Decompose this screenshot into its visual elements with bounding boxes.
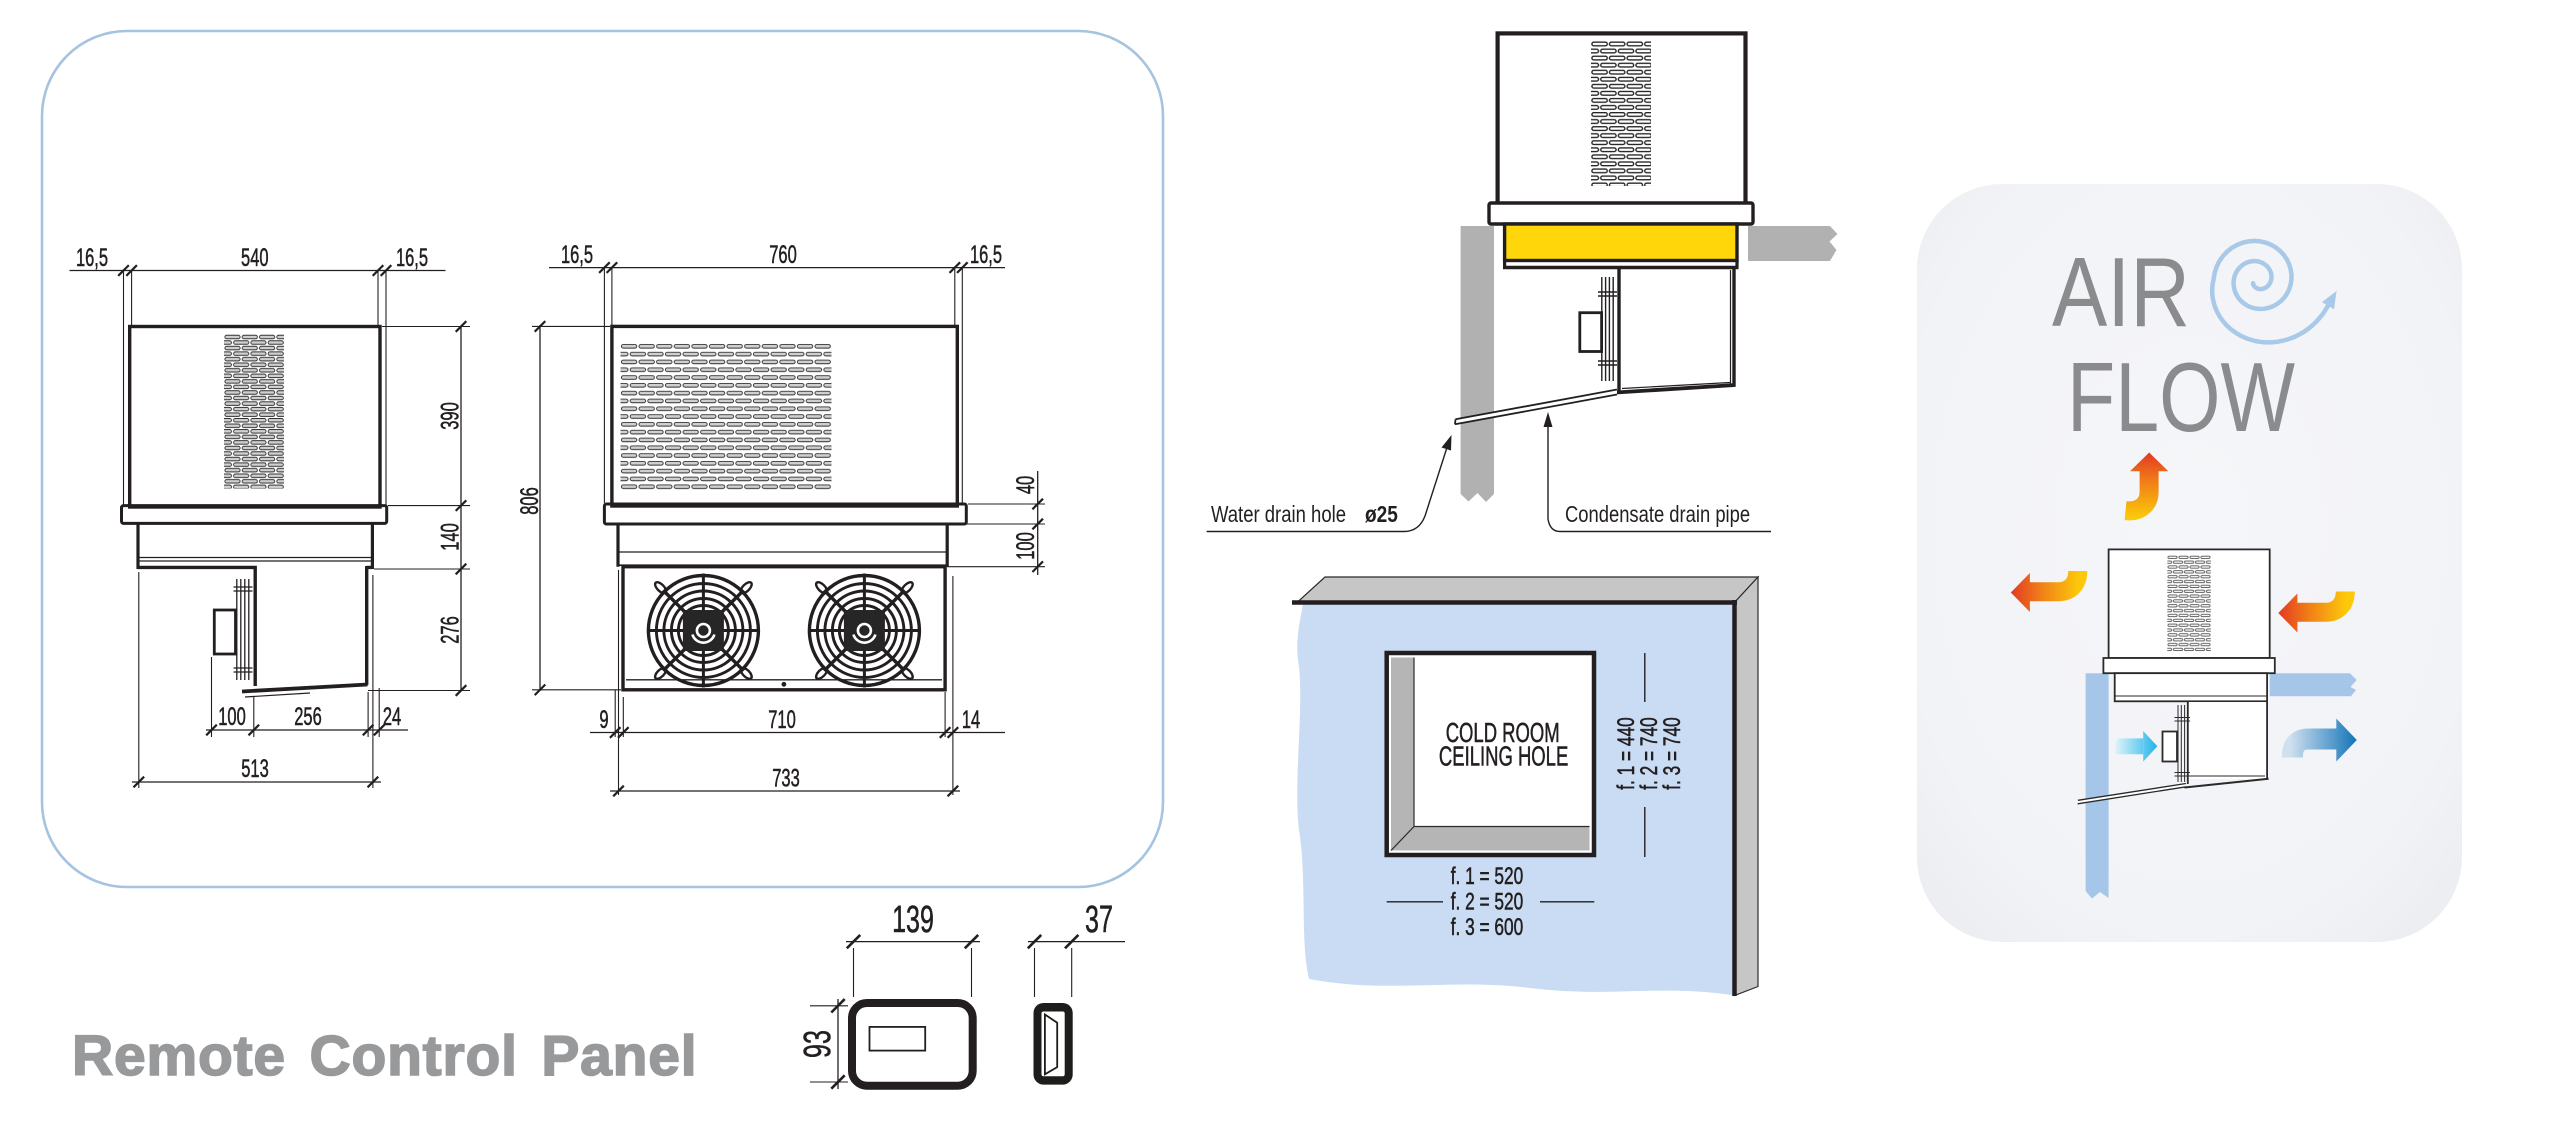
svg-text:140: 140 [437,523,465,551]
svg-text:100: 100 [218,703,246,731]
svg-text:276: 276 [437,616,465,644]
svg-text:40: 40 [1012,476,1040,494]
svg-text:24: 24 [383,703,401,731]
svg-text:513: 513 [241,755,269,783]
svg-text:16,5: 16,5 [396,244,428,272]
svg-text:806: 806 [516,487,544,515]
svg-text:37: 37 [1085,899,1113,941]
svg-text:COLD ROOM: COLD ROOM [1446,717,1560,748]
svg-text:760: 760 [769,241,797,269]
svg-text:f. 1 = 520: f. 1 = 520 [1451,863,1524,890]
svg-text:256: 256 [294,703,322,731]
svg-text:733: 733 [772,765,800,793]
svg-text:16,5: 16,5 [970,241,1002,269]
svg-text:93: 93 [797,1030,839,1058]
svg-text:f. 2 = 520: f. 2 = 520 [1451,889,1524,916]
svg-text:100: 100 [1012,532,1040,560]
svg-text:14: 14 [962,706,980,734]
svg-text:f. 3 = 600: f. 3 = 600 [1451,914,1524,941]
svg-text:16,5: 16,5 [561,241,593,269]
svg-text:CEILING HOLE: CEILING HOLE [1439,741,1568,772]
svg-text:Remote Control Panel: Remote Control Panel [72,1024,697,1088]
svg-text:390: 390 [437,402,465,430]
svg-text:f. 3 = 740: f. 3 = 740 [1659,717,1686,790]
svg-text:FLOW: FLOW [2067,342,2295,452]
svg-text:AIR: AIR [2052,237,2190,347]
svg-text:540: 540 [241,244,269,272]
svg-text:139: 139 [892,899,934,941]
svg-text:f. 1 = 440: f. 1 = 440 [1613,717,1640,790]
svg-text:f. 2 = 740: f. 2 = 740 [1636,717,1663,790]
svg-text:ø25: ø25 [1365,501,1398,527]
svg-text:Condensate drain pipe: Condensate drain pipe [1565,501,1750,527]
svg-text:16,5: 16,5 [76,244,108,272]
svg-text:710: 710 [768,706,796,734]
svg-text:Water drain hole: Water drain hole [1211,501,1346,527]
svg-text:9: 9 [599,706,608,734]
